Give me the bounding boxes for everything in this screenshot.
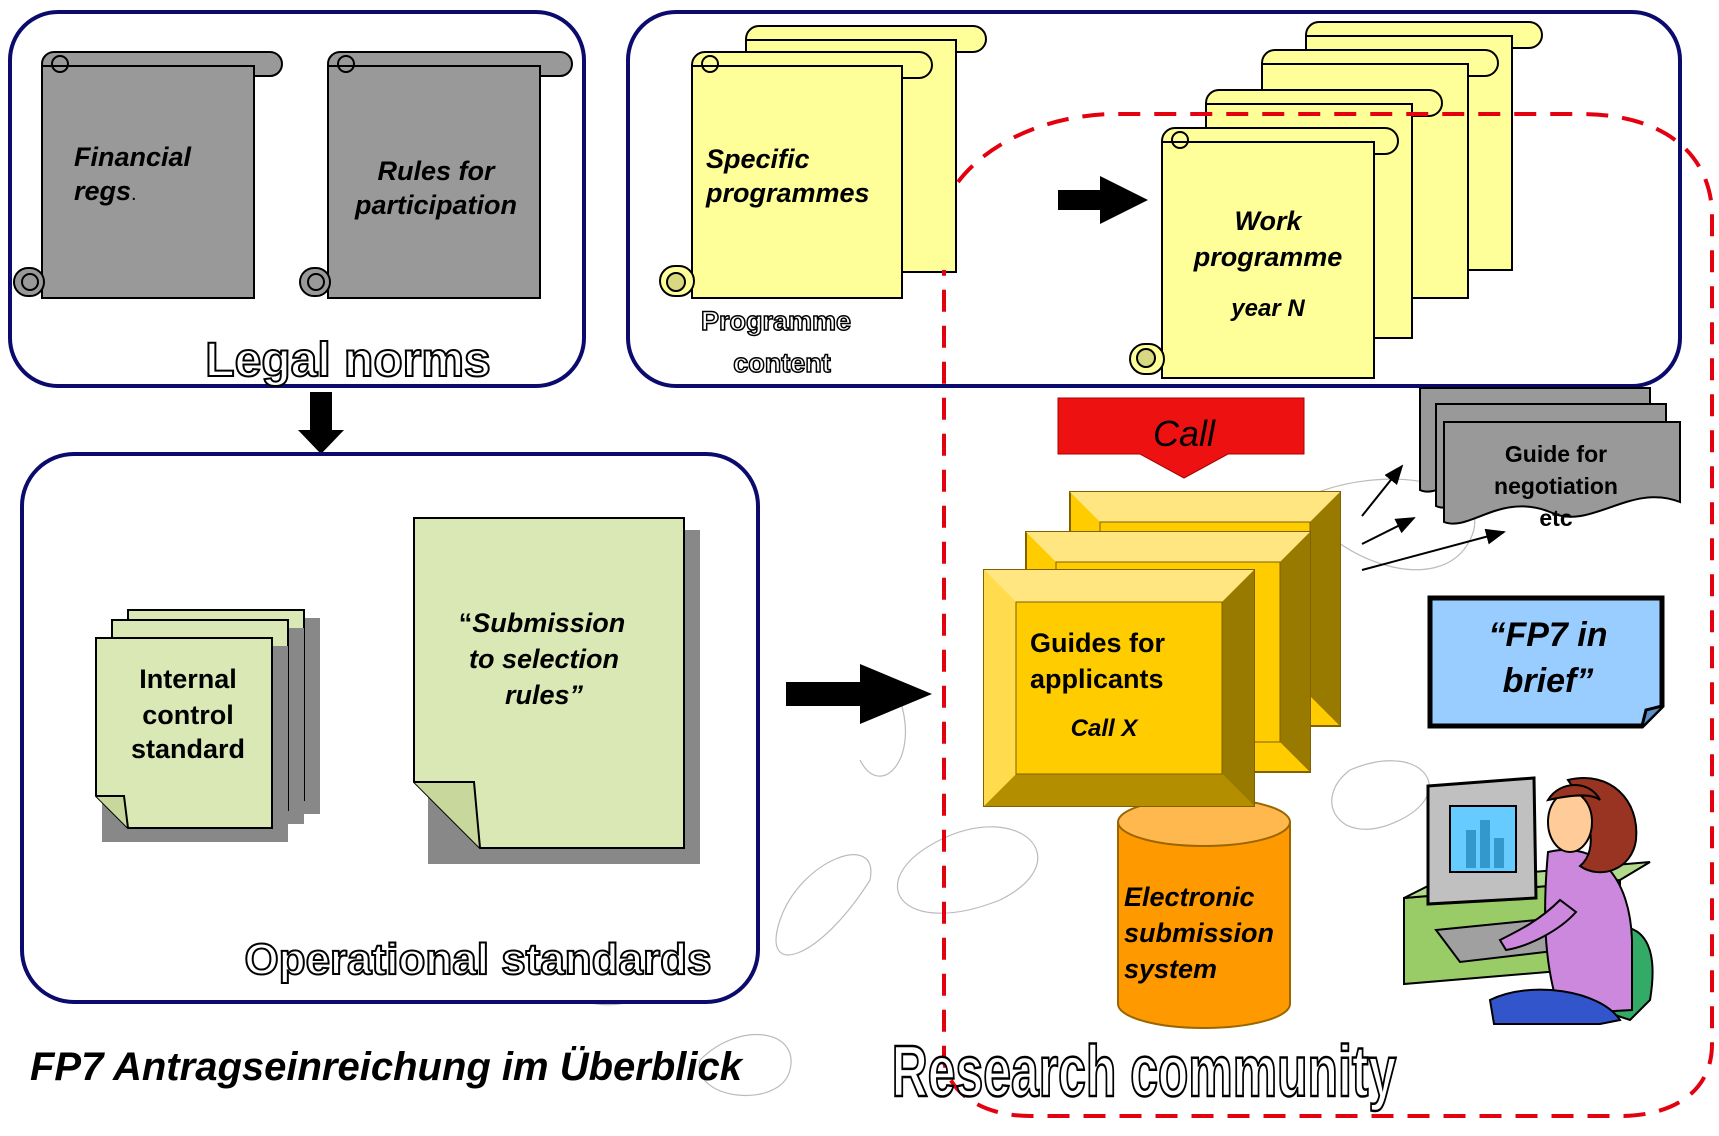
specific-programmes-line1: Specific: [706, 144, 810, 174]
footer-title: FP7 Antragseinreichung im Überblick: [30, 1044, 744, 1089]
electronic-submission-cylinder: Electronic submission system: [1117, 797, 1291, 1029]
rules-participation-line1: Rules for: [377, 156, 496, 186]
financial-regs-word: regs: [74, 176, 131, 206]
arrow-to-operational: [298, 392, 344, 454]
guides-applicants-stack: Guides for applicants Call X: [983, 491, 1341, 807]
programme-label-line2: content: [733, 348, 831, 378]
financial-regs-line2: regs.: [74, 176, 137, 206]
legal-norms-label: Legal norms: [205, 334, 490, 387]
guide-negotiation-line2: negotiation: [1494, 473, 1618, 499]
submission-system-line1: Electronic: [1124, 882, 1255, 912]
internal-control-line2: control: [142, 700, 234, 730]
internal-control-line1: Internal: [139, 664, 237, 694]
work-programme-line2: programme: [1193, 242, 1343, 272]
programme-label-line1: Programme: [701, 306, 851, 336]
arrow-to-guides: [786, 664, 932, 724]
operational-standards-label: Operational standards: [244, 935, 711, 984]
fp7-brief-line2: brief”: [1503, 662, 1594, 700]
submission-rules-line3: rules”: [505, 680, 584, 710]
work-programme-line3: year N: [1230, 295, 1305, 322]
guide-arrows: [1361, 464, 1506, 571]
call-label: Call: [1153, 413, 1216, 454]
rules-participation-scroll: Rules for participation: [299, 51, 573, 299]
financial-regs-period: .: [131, 183, 137, 205]
arrow-to-work-programme: [1058, 176, 1148, 224]
work-programme-line1: Work: [1234, 206, 1303, 236]
submission-rules-doc: “Submission to selection rules”: [413, 517, 700, 864]
financial-regs-scroll: Financial regs.: [13, 51, 283, 299]
internal-control-line3: standard: [131, 734, 245, 764]
submission-system-line2: submission: [1124, 918, 1274, 948]
rules-participation-line2: participation: [354, 190, 517, 220]
fp7-brief-line1: “FP7 in: [1488, 616, 1607, 654]
guides-line2: applicants: [1030, 664, 1164, 694]
internal-control-doc-stack: Internal control standard: [95, 609, 320, 842]
call-arrow: Call: [1057, 397, 1305, 479]
guides-line1: Guides for: [1030, 628, 1166, 658]
financial-regs-line1: Financial: [74, 142, 192, 172]
submission-rules-line2: to selection: [469, 644, 619, 674]
submission-rules-word: Submission: [472, 608, 625, 638]
work-programme-scroll: Work programme year N: [1129, 21, 1543, 379]
specific-programmes-scroll: Specific programmes: [659, 25, 987, 299]
guides-line3: Call X: [1071, 715, 1140, 742]
guide-negotiation-line1: Guide for: [1505, 441, 1607, 467]
submission-rules-line1: “Submission: [459, 608, 626, 638]
guide-negotiation-line3: etc: [1539, 505, 1572, 531]
specific-programmes-line2: programmes: [705, 178, 870, 208]
fp7-brief-note: “FP7 in brief”: [1427, 595, 1665, 729]
guide-negotiation-stack: Guide for negotiation etc: [1419, 387, 1681, 531]
research-community-boundary: [942, 112, 1714, 1118]
research-community-label: Research community: [892, 1032, 1397, 1112]
submission-rules-open-quote: “: [459, 608, 473, 638]
submission-system-line3: system: [1124, 954, 1217, 984]
person-at-computer-clipart: [1403, 776, 1654, 1025]
